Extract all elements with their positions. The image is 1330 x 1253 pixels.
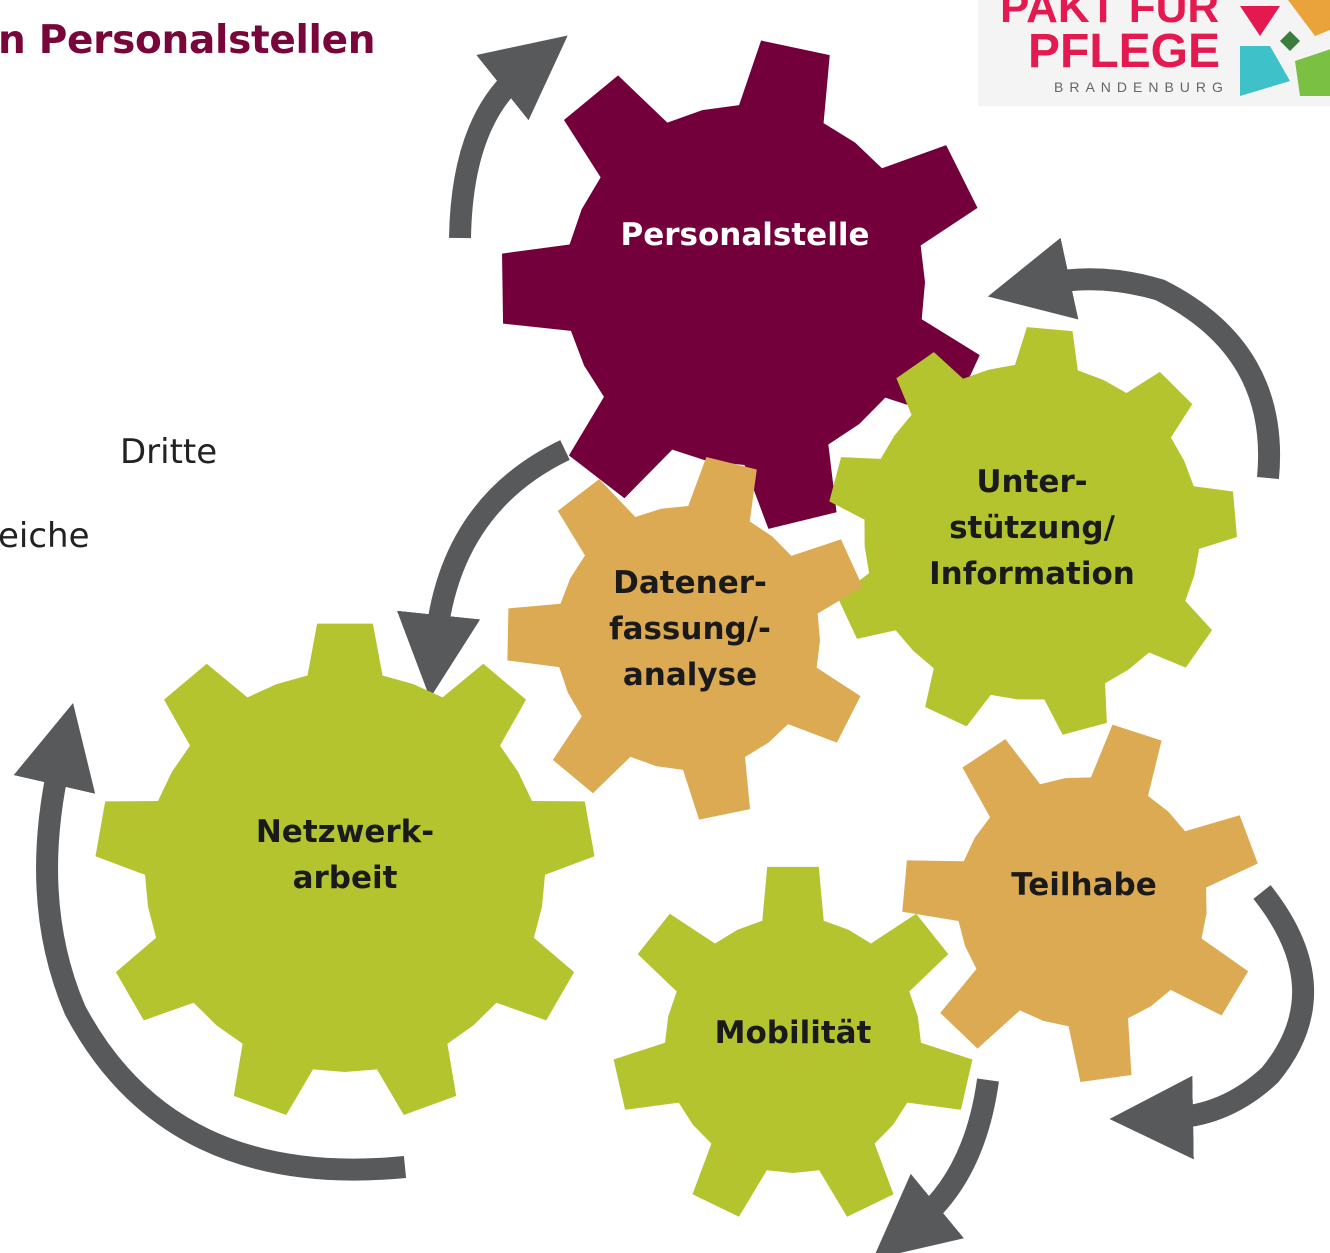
gear-unterstuetzung bbox=[829, 327, 1237, 735]
arrow-to-unterstuetzung bbox=[987, 237, 1280, 480]
gear-personalstelle bbox=[502, 40, 980, 529]
gear-datenerfassung bbox=[507, 456, 863, 820]
slide-title: n Personalstellen bbox=[0, 18, 376, 63]
logo-text-line3: BRANDENBURG bbox=[1054, 79, 1229, 95]
bullet-text-1: Dritte bbox=[120, 432, 218, 472]
gear-netzwerkarbeit-shape bbox=[95, 623, 595, 1115]
gear-label-datenerfassung: Datener-fassung/- analyse bbox=[609, 565, 771, 693]
gear-label-line: Personalstelle bbox=[621, 217, 870, 253]
gear-label-personalstelle: Personalstelle bbox=[621, 217, 870, 253]
logo-text-line1: PAKT FÜR bbox=[1000, 0, 1220, 32]
gear-label-line: fassung/- bbox=[609, 611, 771, 647]
logo-mark-icon bbox=[1240, 0, 1330, 96]
gear-label-line: Mobilität bbox=[715, 1015, 872, 1051]
arrow-personalstelle-cycle bbox=[449, 35, 568, 239]
arrow-mobilitaet-cycle bbox=[872, 1078, 999, 1253]
gear-label-mobilitaet: Mobilität bbox=[715, 1015, 872, 1051]
arrow-to-netzwerkarbeit bbox=[397, 440, 570, 699]
arrow-netzwerkarbeit-cycle bbox=[13, 702, 407, 1181]
gear-label-unterstuetzung: Unter-stützung/Information bbox=[929, 464, 1135, 592]
cycle-arrows bbox=[13, 35, 1315, 1253]
logo-text-line2: PFLEGE bbox=[1028, 25, 1221, 78]
gear-teilhabe-shape bbox=[902, 724, 1258, 1083]
pakt-fuer-pflege-logo: PAKT FÜR PFLEGE BRANDENBURG bbox=[978, 0, 1330, 106]
gear-datenerfassung-shape bbox=[507, 456, 863, 820]
gear-unterstuetzung-shape bbox=[829, 327, 1237, 735]
gear-label-line: Information bbox=[929, 556, 1135, 592]
arrow-teilhabe-cycle bbox=[1109, 885, 1315, 1160]
gear-label-line: analyse bbox=[623, 657, 757, 693]
gear-label-line: Teilhabe bbox=[1011, 867, 1157, 903]
gear-label-line: Datener- bbox=[613, 565, 767, 601]
gear-label-teilhabe: Teilhabe bbox=[1011, 867, 1157, 903]
bullet-text-2: eiche bbox=[0, 516, 90, 556]
gear-personalstelle-shape bbox=[502, 40, 980, 529]
gear-teilhabe bbox=[902, 724, 1258, 1083]
gear-label-line: stützung/ bbox=[949, 510, 1116, 546]
gear-label-netzwerkarbeit: Netzwerk-arbeit bbox=[256, 814, 434, 896]
gear-label-line: Netzwerk- bbox=[256, 814, 434, 850]
gear-label-line: Unter- bbox=[976, 464, 1087, 500]
gear-mobilitaet-shape bbox=[613, 866, 973, 1217]
gear-netzwerkarbeit bbox=[95, 623, 595, 1115]
gear-label-line: arbeit bbox=[293, 860, 398, 896]
gear-mobilitaet bbox=[613, 866, 973, 1217]
